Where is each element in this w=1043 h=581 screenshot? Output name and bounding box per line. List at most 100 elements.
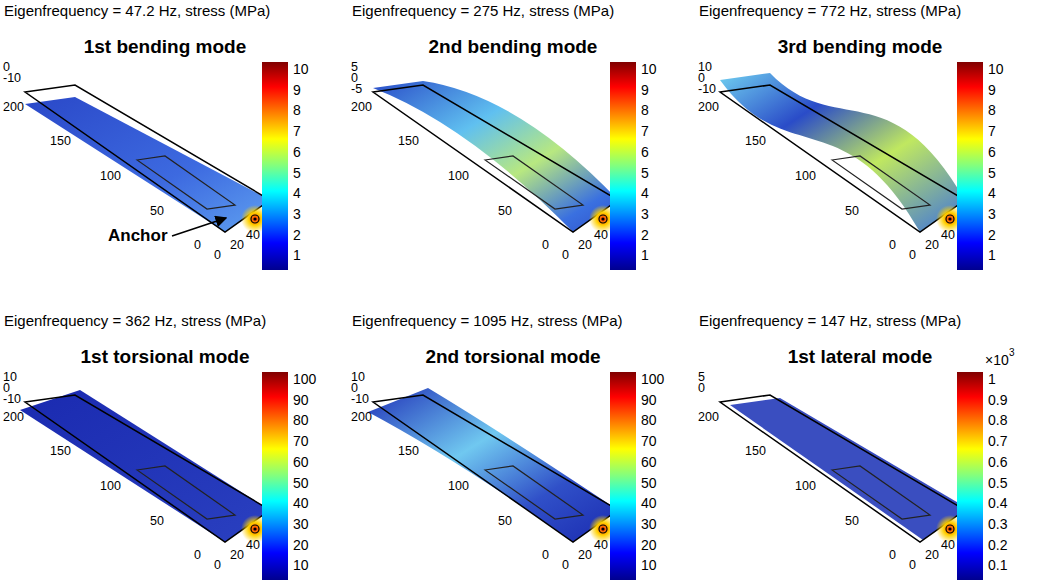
- y-axis-tick: 200: [698, 410, 719, 424]
- colorbar-tick: 7: [293, 123, 301, 139]
- colorbar-tick: 1: [293, 247, 301, 263]
- x-axis-tick: 0: [562, 248, 569, 262]
- colorbar-tick: 7: [641, 123, 649, 139]
- y-axis-tick: 150: [398, 444, 419, 458]
- colorbar-tick: 100: [293, 371, 316, 387]
- z-axis-tick: -10: [351, 392, 369, 406]
- y-axis-tick: 100: [448, 169, 469, 183]
- y-axis-tick: 50: [845, 514, 859, 528]
- colorbar-tick: 2: [641, 227, 649, 243]
- deformed-plate: [730, 398, 967, 540]
- y-axis-tick: 200: [698, 100, 719, 114]
- colorbar-tick: 10: [641, 557, 657, 573]
- colorbar-tick: 90: [641, 392, 657, 408]
- colorbar-tick: 30: [293, 516, 309, 532]
- colorbar-tick: 60: [293, 454, 309, 470]
- y-axis-tick: 50: [498, 204, 512, 218]
- colorbar-tick: 5: [641, 165, 649, 181]
- colorbar-tick: 60: [641, 454, 657, 470]
- z-axis-tick: -10: [3, 71, 21, 85]
- colorbar-tick: 6: [988, 144, 996, 160]
- x-axis-tick: 20: [578, 238, 592, 252]
- colorbar-tick: 0.1: [988, 557, 1007, 573]
- colorbar-tick: 100: [641, 371, 664, 387]
- x-axis-tick: 20: [925, 238, 939, 252]
- colorbar-tick: 8: [988, 102, 996, 118]
- colorbar-tick: 8: [641, 102, 649, 118]
- colorbar-tick: 4: [293, 185, 301, 201]
- deformed-plate: [368, 388, 618, 542]
- y-axis-tick: 100: [448, 479, 469, 493]
- colorbar-tick: 10: [293, 61, 309, 77]
- x-axis-tick: 0: [214, 558, 221, 572]
- colorbar-tick: 0.2: [988, 537, 1007, 553]
- colorbar-tick: 9: [641, 82, 649, 98]
- x-axis-tick: 0: [909, 248, 916, 262]
- y-axis-tick: 0: [542, 548, 549, 562]
- y-axis-tick: 0: [194, 238, 201, 252]
- y-axis-tick: 100: [100, 169, 121, 183]
- colorbar-exponent: 3: [1009, 347, 1015, 359]
- y-axis-tick: 200: [351, 410, 372, 424]
- colorbar-tick: 3: [641, 206, 649, 222]
- anchor-label: Anchor: [108, 226, 168, 246]
- y-axis-tick: 50: [150, 204, 164, 218]
- colorbar-tick: 9: [988, 82, 996, 98]
- deformed-plate: [373, 81, 618, 232]
- eigenfrequency-heading: Eigenfrequency = 362 Hz, stress (MPa): [4, 312, 266, 329]
- deformed-plate: [720, 73, 965, 232]
- colorbar-tick: 0.8: [988, 412, 1007, 428]
- x-axis-tick: 0: [562, 558, 569, 572]
- colorbar-tick: 50: [293, 475, 309, 491]
- eigenfrequency-heading: Eigenfrequency = 275 Hz, stress (MPa): [352, 2, 614, 19]
- z-axis-tick: -10: [3, 392, 21, 406]
- deformed-plate: [20, 390, 270, 542]
- colorbar-tick: 4: [641, 185, 649, 201]
- colorbar-tick: 0.6: [988, 454, 1007, 470]
- mode-title: 1st lateral mode: [788, 346, 933, 368]
- x-axis-tick: 20: [230, 238, 244, 252]
- colorbar-tick: 10: [641, 61, 657, 77]
- colorbar-tick: 40: [293, 495, 309, 511]
- x-axis-tick: 0: [214, 248, 221, 262]
- colorbar-tick: 0.3: [988, 516, 1007, 532]
- y-axis-tick: 100: [795, 479, 816, 493]
- second-bending-panel: [373, 62, 636, 270]
- y-axis-tick: 0: [194, 548, 201, 562]
- colorbar-tick: 80: [293, 412, 309, 428]
- mode-title: 1st torsional mode: [81, 346, 250, 368]
- colorbar-tick: 7: [988, 123, 996, 139]
- y-axis-tick: 200: [351, 100, 372, 114]
- colorbar-tick: 8: [293, 102, 301, 118]
- y-axis-tick: 150: [50, 444, 71, 458]
- y-axis-tick: 0: [542, 238, 549, 252]
- colorbar-tick: 10: [988, 61, 1004, 77]
- colorbar-tick: 0.4: [988, 495, 1007, 511]
- y-axis-tick: 50: [150, 514, 164, 528]
- colorbar-tick: 3: [293, 206, 301, 222]
- y-axis-tick: 150: [398, 134, 419, 148]
- colorbar-tick: 4: [988, 185, 996, 201]
- eigenfrequency-heading: Eigenfrequency = 772 Hz, stress (MPa): [699, 2, 961, 19]
- eigenfrequency-heading: Eigenfrequency = 147 Hz, stress (MPa): [699, 312, 961, 329]
- eigenfrequency-heading: Eigenfrequency = 1095 Hz, stress (MPa): [352, 312, 623, 329]
- mode-title: 2nd bending mode: [429, 36, 598, 58]
- x-axis-tick: 40: [246, 538, 260, 552]
- y-axis-tick: 100: [100, 479, 121, 493]
- y-axis-tick: 0: [889, 548, 896, 562]
- x-axis-tick: 20: [230, 548, 244, 562]
- colorbar-tick: 30: [641, 516, 657, 532]
- z-axis-tick: 0: [698, 381, 705, 395]
- colorbar-tick: 20: [641, 537, 657, 553]
- colorbar-tick: 40: [641, 495, 657, 511]
- x-axis-tick: 40: [941, 538, 955, 552]
- y-axis-tick: 50: [498, 514, 512, 528]
- colorbar-tick: 70: [293, 433, 309, 449]
- colorbar-tick: 1: [641, 247, 649, 263]
- colorbar-tick: 9: [293, 82, 301, 98]
- colorbar-tick: 3: [988, 206, 996, 222]
- colorbar-tick: 90: [293, 392, 309, 408]
- colorbar-tick: 5: [293, 165, 301, 181]
